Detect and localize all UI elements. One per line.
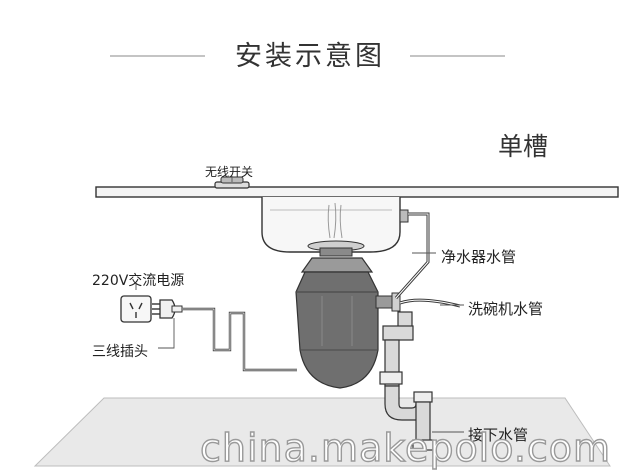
water-stream xyxy=(327,202,343,239)
sink-drain-flange xyxy=(307,240,365,257)
page-title: 安装示意图 xyxy=(235,41,385,72)
drain-pipe-label: 接下水管 xyxy=(468,426,529,444)
sink-type-label: 单槽 xyxy=(498,132,549,161)
dishwasher-pipe-label: 洗碗机水管 xyxy=(468,300,544,318)
garbage-disposer xyxy=(295,257,379,389)
leader-lines xyxy=(135,176,464,433)
power-outlet-icon xyxy=(120,295,152,323)
water-purifier-pipe xyxy=(394,212,430,299)
three-wire-plug-icon xyxy=(152,299,183,319)
wireless-switch-label: 无线开关 xyxy=(205,165,254,179)
drain-trap xyxy=(379,311,434,451)
floor-plane xyxy=(33,397,611,467)
countertop xyxy=(95,186,619,198)
three-wire-plug-label: 三线插头 xyxy=(92,344,148,360)
purifier-fitting xyxy=(399,209,409,223)
power-source-label: 220V交流电源 xyxy=(92,273,185,289)
dishwasher-inlet xyxy=(375,292,401,312)
watermark: china.makepolo.com xyxy=(199,425,612,470)
water-purifier-pipe-label: 净水器水管 xyxy=(441,248,517,266)
power-cord xyxy=(182,307,297,372)
